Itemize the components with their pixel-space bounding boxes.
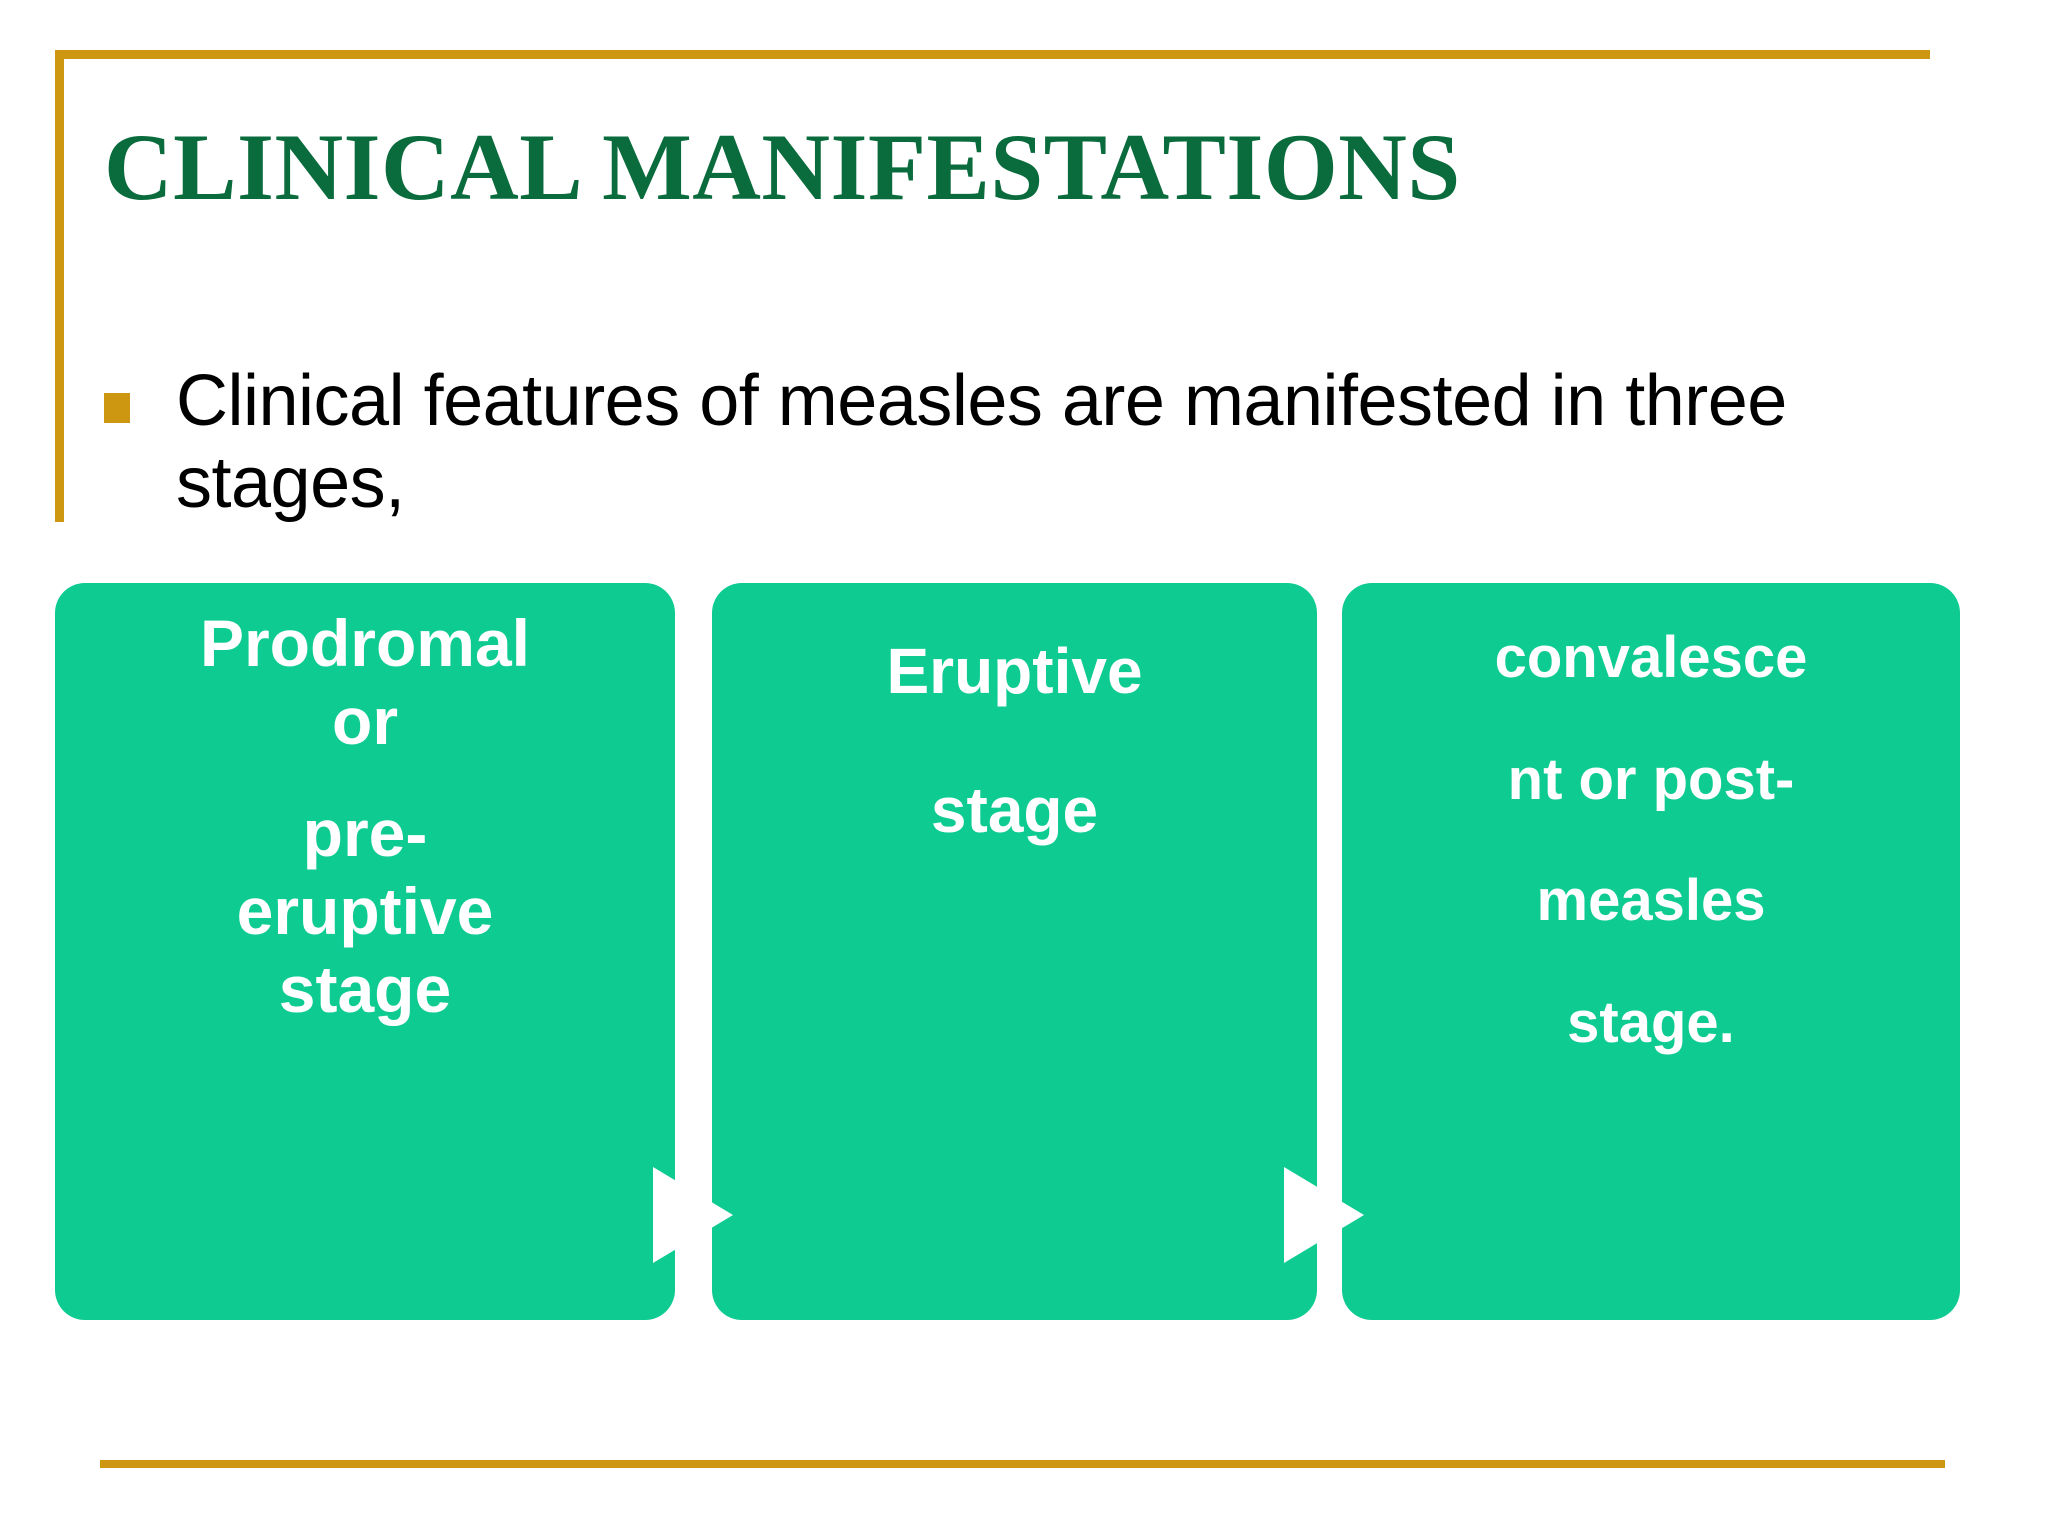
gold-rule-bottom (100, 1460, 1945, 1468)
stage-line: stage (930, 773, 1099, 846)
bullet-list-item: Clinical features of measles are manifes… (104, 360, 1934, 524)
square-bullet-icon (104, 393, 130, 423)
page-title: CLINICAL MANIFESTATIONS (104, 114, 1461, 220)
stage-card-prodromal-text: Prodromal or pre- eruptive stage (55, 605, 675, 1028)
stage-card-convalescent-text: convalesce nt or post- measles stage. (1342, 623, 1960, 1057)
bullet-item-label: Clinical features of measles are manifes… (176, 361, 1787, 524)
right-arrow-icon (653, 1167, 733, 1263)
stage-line: stage (278, 951, 452, 1026)
right-arrow-icon (1284, 1167, 1364, 1263)
stage-card-convalescent[interactable]: convalesce nt or post- measles stage. (1342, 583, 1960, 1320)
stage-line: eruptive (236, 873, 494, 948)
stage-line: stage. (1567, 989, 1735, 1055)
stage-line: nt or post- (1507, 746, 1795, 812)
stage-line: Eruptive (886, 635, 1143, 707)
stage-card-prodromal[interactable]: Prodromal or pre- eruptive stage (55, 583, 675, 1320)
gold-rule-left (55, 50, 64, 522)
stage-line: convalesce (1494, 625, 1808, 690)
stage-line: Prodromal (199, 606, 531, 680)
stage-line: pre- (302, 795, 428, 870)
gold-rule-top (55, 50, 1930, 59)
stage-card-eruptive[interactable]: Eruptive stage (712, 583, 1317, 1320)
stage-card-eruptive-text: Eruptive stage (712, 633, 1317, 849)
stage-line: or (332, 683, 398, 758)
stage-line: measles (1536, 868, 1766, 934)
